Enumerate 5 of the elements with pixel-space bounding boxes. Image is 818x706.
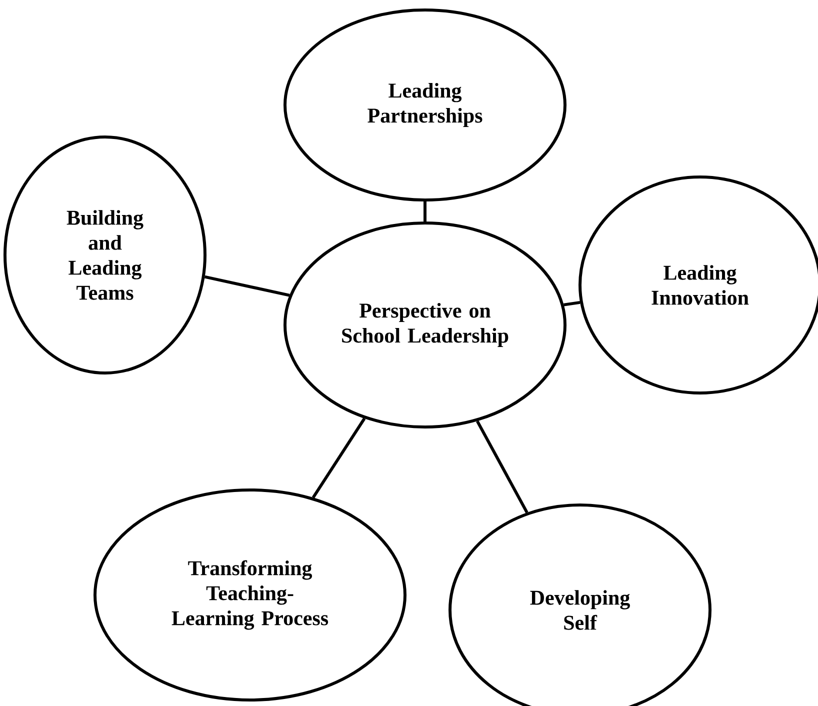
connector-line <box>564 300 580 306</box>
connector-line <box>476 420 528 514</box>
connector-line <box>312 418 366 498</box>
connector-line <box>204 275 290 297</box>
connector-line <box>424 202 426 222</box>
